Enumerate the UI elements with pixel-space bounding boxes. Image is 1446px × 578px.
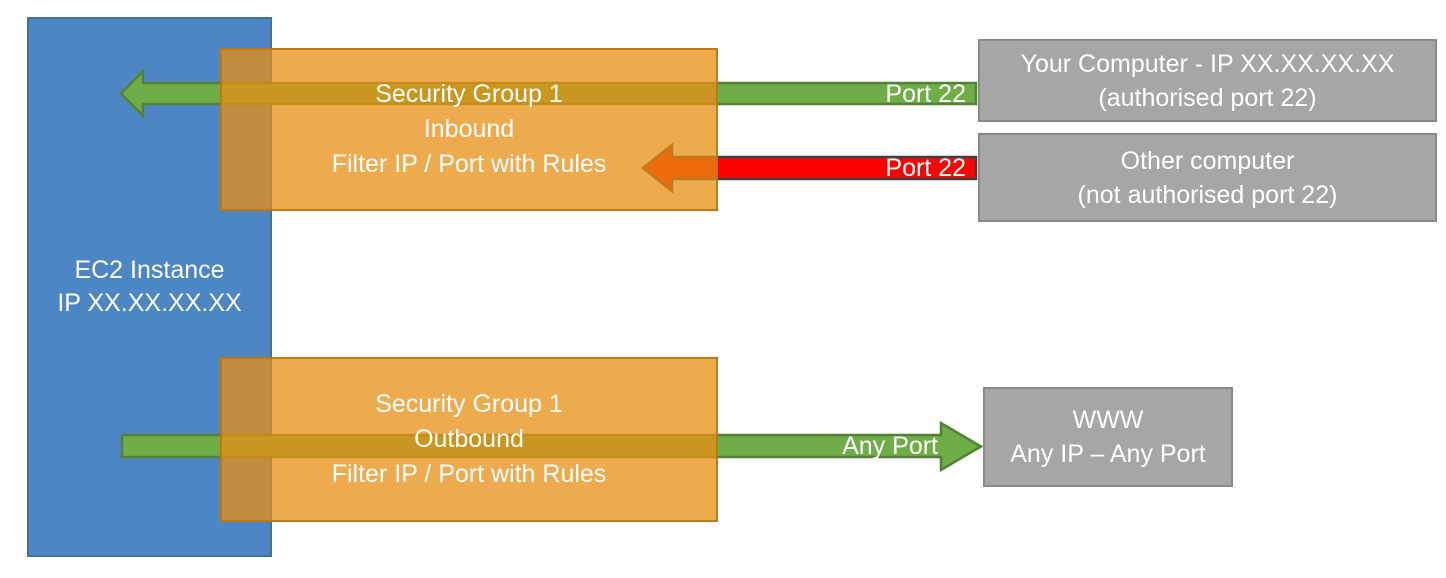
- sg-inbound-title: Security Group 1: [375, 80, 563, 108]
- www-label: WWW: [1072, 406, 1144, 434]
- outbound-any-port-label: Any Port: [842, 432, 938, 460]
- sg-outbound-title: Security Group 1: [375, 390, 563, 418]
- ec2-instance-ip: IP XX.XX.XX.XX: [57, 289, 242, 317]
- sg-outbound-direction: Outbound: [414, 425, 524, 453]
- www-scope: Any IP – Any Port: [1010, 440, 1206, 468]
- other-computer-label: Other computer: [1120, 146, 1295, 175]
- security-group-outbound-box: Security Group 1 Outbound Filter IP / Po…: [220, 357, 718, 522]
- inbound-blocked-port-label: Port 22: [885, 154, 966, 182]
- security-group-inbound-box: Security Group 1 Inbound Filter IP / Por…: [220, 48, 718, 211]
- ec2-instance-label: EC2 Instance: [74, 256, 225, 284]
- inbound-allowed-port-label: Port 22: [885, 80, 966, 108]
- your-computer-box: Your Computer - IP XX.XX.XX.XX (authoris…: [978, 39, 1437, 122]
- other-computer-box: Other computer (not authorised port 22): [978, 133, 1437, 222]
- your-computer-label: Your Computer - IP XX.XX.XX.XX: [1020, 49, 1395, 78]
- sg-inbound-direction: Inbound: [423, 115, 515, 143]
- www-box: WWW Any IP – Any Port: [983, 387, 1233, 487]
- sg-outbound-rule: Filter IP / Port with Rules: [331, 460, 607, 488]
- your-computer-auth: (authorised port 22): [1098, 83, 1317, 112]
- other-computer-auth: (not authorised port 22): [1077, 180, 1338, 209]
- sg-inbound-rule: Filter IP / Port with Rules: [331, 150, 607, 178]
